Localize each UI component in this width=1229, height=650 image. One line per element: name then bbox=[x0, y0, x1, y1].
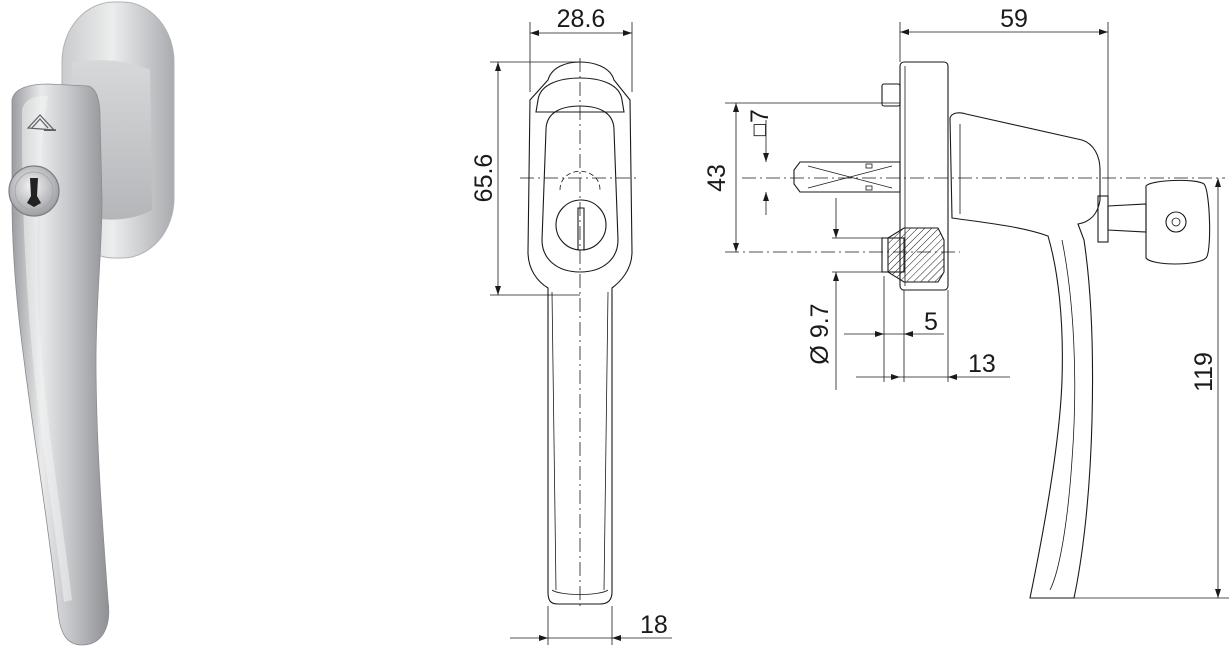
side-lever-inner bbox=[1049, 239, 1076, 591]
handle-photo: ▬▬ bbox=[8, 1, 175, 646]
front-top-cap bbox=[535, 77, 625, 113]
dim-5-arrows bbox=[875, 331, 913, 337]
side-key-hole-inner bbox=[1171, 217, 1181, 227]
side-spindle bbox=[793, 161, 901, 193]
dim-bore-diameter: Ø 9.7 bbox=[806, 303, 834, 364]
handle-highlight bbox=[22, 96, 72, 602]
dim-sq-arrows bbox=[763, 153, 769, 201]
dim-rosette-height: 65.6 bbox=[470, 154, 498, 203]
front-grip-edges bbox=[551, 291, 609, 591]
side-top-pin bbox=[881, 83, 901, 107]
dim-dia-arrows bbox=[833, 229, 839, 281]
dim-overall-depth: 59 bbox=[1000, 5, 1028, 33]
roof-logo-icon: ▬▬ bbox=[26, 114, 56, 133]
side-bore-section bbox=[887, 227, 945, 283]
key-icon bbox=[1097, 179, 1211, 265]
side-bore-insert bbox=[881, 237, 905, 273]
svg-text:▬▬: ▬▬ bbox=[44, 127, 56, 133]
front-outline bbox=[527, 61, 633, 605]
dim-overall-height: 119 bbox=[1190, 352, 1218, 392]
side-key-bow bbox=[1145, 179, 1211, 265]
dim-offset-13: 13 bbox=[968, 350, 996, 378]
side-key-hole bbox=[1165, 211, 1187, 233]
side-spindle-mark-top bbox=[865, 163, 873, 169]
side-view: 59 43 7 □ Ø 9.7 5 13 119 bbox=[703, 5, 1229, 599]
side-lever bbox=[949, 112, 1101, 599]
front-key-slot bbox=[577, 207, 585, 251]
front-view: 28.6 65.6 18 bbox=[470, 5, 672, 645]
side-key-blade bbox=[1107, 203, 1147, 233]
front-inner-ring bbox=[541, 105, 619, 273]
key-cylinder-icon bbox=[8, 165, 60, 217]
dim-rosette-span: 43 bbox=[703, 164, 731, 192]
side-spindle-mark-bottom bbox=[865, 185, 873, 191]
dim-grip-width: 18 bbox=[640, 611, 668, 639]
dim-top-width: 28.6 bbox=[557, 5, 606, 33]
dim-square-spindle: 7 bbox=[746, 109, 774, 123]
square-symbol-icon: □ bbox=[749, 122, 768, 137]
dim-offset-5: 5 bbox=[924, 308, 938, 336]
side-spindle-cross bbox=[807, 165, 893, 189]
